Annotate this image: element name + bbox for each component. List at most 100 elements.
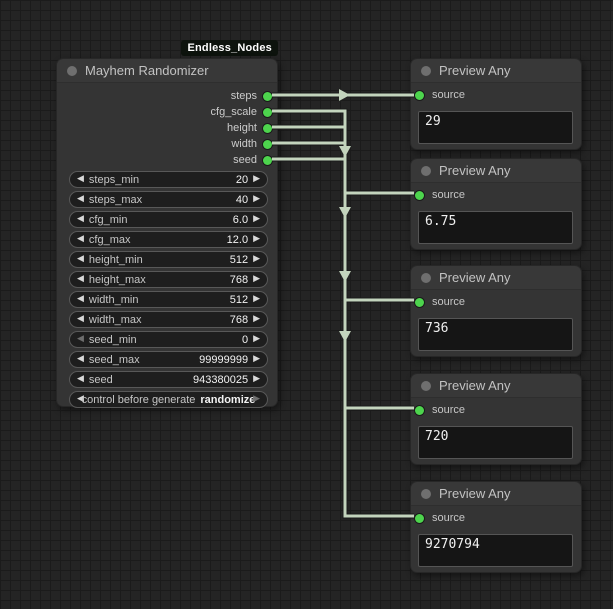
widget-value[interactable]: 40: [235, 193, 249, 206]
output-label: cfg_scale: [210, 106, 257, 118]
widget-value[interactable]: 768: [229, 313, 249, 326]
output-port-icon[interactable]: [263, 139, 272, 149]
node-title: Preview Any: [439, 270, 511, 285]
node-status-dot-icon: [421, 488, 431, 499]
preview-text[interactable]: 29: [418, 111, 573, 144]
widget-value[interactable]: 0: [241, 333, 249, 346]
output-port-icon[interactable]: [263, 123, 272, 133]
preview-any-node[interactable]: Preview Any source 736: [410, 265, 582, 357]
input-port-icon[interactable]: [415, 513, 424, 523]
stepper-left-arrow-icon[interactable]: ◀: [77, 254, 84, 264]
widget-value[interactable]: 512: [229, 293, 249, 306]
node-header[interactable]: Mayhem Randomizer: [57, 59, 277, 83]
input-port-icon[interactable]: [415, 297, 424, 307]
stepper-left-arrow-icon[interactable]: ◀: [77, 314, 84, 324]
stepper-left-arrow-icon[interactable]: ◀: [77, 274, 84, 284]
output-port-icon[interactable]: [263, 107, 272, 117]
widget-stepper[interactable]: ◀ steps_min 20 ▶: [69, 171, 268, 188]
widget-label: height_min: [88, 253, 143, 266]
widget-stepper[interactable]: ◀ height_max 768 ▶: [69, 271, 268, 288]
input-port-icon[interactable]: [415, 190, 424, 200]
stepper-right-arrow-icon[interactable]: ▶: [253, 334, 260, 344]
node-header[interactable]: Preview Any: [411, 59, 581, 83]
node-title: Preview Any: [439, 486, 511, 501]
node-status-dot-icon: [421, 165, 431, 176]
node-status-dot-icon: [421, 272, 431, 283]
preview-any-node[interactable]: Preview Any source 6.75: [410, 158, 582, 250]
stepper-right-arrow-icon[interactable]: ▶: [253, 294, 260, 304]
node-title: Preview Any: [439, 163, 511, 178]
source-input-row: source: [411, 189, 581, 201]
link-height: [272, 125, 414, 302]
source-input-row: source: [411, 404, 581, 416]
output-port-icon[interactable]: [263, 91, 272, 101]
widget-label: cfg_max: [88, 233, 131, 246]
stepper-right-arrow-icon[interactable]: ▶: [253, 174, 260, 184]
stepper-right-arrow-icon[interactable]: ▶: [253, 194, 260, 204]
node-title: Preview Any: [439, 63, 511, 78]
stepper-left-arrow-icon[interactable]: ◀: [77, 214, 84, 224]
widget-stepper[interactable]: ◀ seed_max 99999999 ▶: [69, 351, 268, 368]
output-port-icon[interactable]: [263, 155, 272, 165]
stepper-right-arrow-icon[interactable]: ▶: [253, 274, 260, 284]
preview-text[interactable]: 720: [418, 426, 573, 459]
widget-label: height_max: [88, 273, 146, 286]
stepper-left-arrow-icon[interactable]: ◀: [77, 174, 84, 184]
widget-stepper[interactable]: ◀ cfg_max 12.0 ▶: [69, 231, 268, 248]
input-port-icon[interactable]: [415, 405, 424, 415]
stepper-left-arrow-icon[interactable]: ◀: [77, 194, 84, 204]
stepper-left-arrow-icon[interactable]: ◀: [77, 354, 84, 364]
widget-value[interactable]: 768: [229, 273, 249, 286]
preview-text[interactable]: 736: [418, 318, 573, 351]
stepper-left-arrow-icon[interactable]: ◀: [77, 294, 84, 304]
widget-value[interactable]: 12.0: [226, 233, 249, 246]
node-header[interactable]: Preview Any: [411, 159, 581, 183]
widget-label: seed_max: [88, 353, 140, 366]
preview-any-node[interactable]: Preview Any source 9270794: [410, 481, 582, 573]
mayhem-randomizer-node[interactable]: Mayhem Randomizer steps cfg_scale height…: [56, 58, 278, 408]
stepper-left-arrow-icon[interactable]: ◀: [77, 394, 84, 404]
widget-stepper[interactable]: ◀ seed_min 0 ▶: [69, 331, 268, 348]
widget-value[interactable]: randomize: [200, 393, 256, 406]
stepper-right-arrow-icon[interactable]: ▶: [253, 314, 260, 324]
widget-stepper[interactable]: ◀ control before generate randomize ▶: [69, 391, 268, 408]
input-port-icon[interactable]: [415, 90, 424, 100]
preview-any-node[interactable]: Preview Any source 29: [410, 58, 582, 150]
stepper-right-arrow-icon[interactable]: ▶: [253, 374, 260, 384]
widget-stepper[interactable]: ◀ cfg_min 6.0 ▶: [69, 211, 268, 228]
node-header[interactable]: Preview Any: [411, 482, 581, 506]
stepper-left-arrow-icon[interactable]: ◀: [77, 234, 84, 244]
stepper-right-arrow-icon[interactable]: ▶: [253, 354, 260, 364]
node-header[interactable]: Preview Any: [411, 266, 581, 290]
link-cfg-scale: [272, 109, 414, 195]
output-row: cfg_scale: [57, 104, 277, 120]
preview-any-node[interactable]: Preview Any source 720: [410, 373, 582, 465]
output-row: height: [57, 120, 277, 136]
stepper-right-arrow-icon[interactable]: ▶: [253, 394, 260, 404]
link-arrow-down-icon: [339, 271, 351, 282]
node-status-dot-icon: [421, 65, 431, 76]
stepper-left-arrow-icon[interactable]: ◀: [77, 334, 84, 344]
source-input-row: source: [411, 89, 581, 101]
widget-stepper[interactable]: ◀ seed 943380025 ▶: [69, 371, 268, 388]
stepper-right-arrow-icon[interactable]: ▶: [253, 214, 260, 224]
widget-stepper[interactable]: ◀ width_max 768 ▶: [69, 311, 268, 328]
stepper-right-arrow-icon[interactable]: ▶: [253, 254, 260, 264]
widget-value[interactable]: 6.0: [232, 213, 249, 226]
node-header[interactable]: Preview Any: [411, 374, 581, 398]
widget-stepper[interactable]: ◀ height_min 512 ▶: [69, 251, 268, 268]
node-category-badge: Endless_Nodes: [181, 40, 278, 56]
widget-value[interactable]: 943380025: [193, 373, 249, 386]
widget-value[interactable]: 20: [235, 173, 249, 186]
widget-stepper[interactable]: ◀ steps_max 40 ▶: [69, 191, 268, 208]
widget-value[interactable]: 512: [229, 253, 249, 266]
preview-text[interactable]: 6.75: [418, 211, 573, 244]
link-seed: [272, 157, 414, 518]
widget-stepper[interactable]: ◀ width_min 512 ▶: [69, 291, 268, 308]
widget-value[interactable]: 99999999: [199, 353, 249, 366]
node-title: Mayhem Randomizer: [85, 63, 209, 78]
stepper-right-arrow-icon[interactable]: ▶: [253, 234, 260, 244]
stepper-left-arrow-icon[interactable]: ◀: [77, 374, 84, 384]
preview-text[interactable]: 9270794: [418, 534, 573, 567]
